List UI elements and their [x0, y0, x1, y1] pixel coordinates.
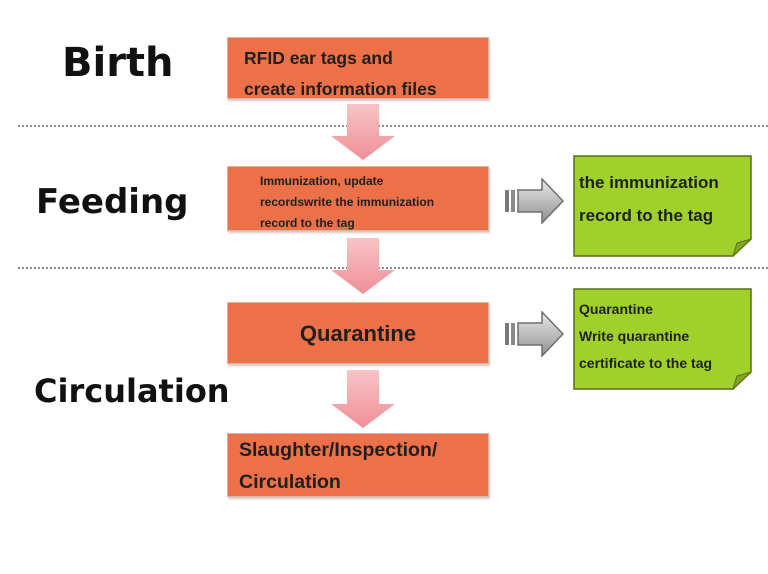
right-arrow-icon — [505, 311, 564, 357]
right-arrow-icon — [505, 178, 564, 224]
stage-label-circulation: Circulation — [34, 372, 230, 410]
note-text-line: Quarantine — [579, 301, 653, 317]
sticky-note-icon — [573, 288, 752, 390]
step-text-line: recordswrite the immunization — [260, 195, 435, 209]
stage-label-feeding: Feeding — [36, 182, 189, 222]
note-text-line: record to the tag — [579, 206, 714, 225]
down-arrow-icon — [331, 104, 395, 160]
note-immunization-record: the immunization record to the tag — [573, 155, 753, 257]
step-box-immunization: Immunization, update recordswrite the im… — [227, 166, 489, 231]
stage-divider-birth-feeding — [18, 125, 768, 127]
step-text-line: record to the tag — [260, 216, 355, 230]
sticky-note-icon — [573, 155, 752, 257]
stage-label-birth: Birth — [62, 40, 174, 86]
step-text-line: RFID ear tags and — [244, 48, 393, 68]
note-text-line: the immunization — [579, 173, 719, 192]
step-box-slaughter: Slaughter/Inspection/ Circulation — [227, 433, 489, 497]
step-text-line: Circulation — [239, 471, 341, 493]
stage-divider-feeding-circulation — [18, 267, 768, 269]
step-text-line: Slaughter/Inspection/ — [239, 439, 438, 461]
note-text-line: certificate to the tag — [579, 355, 713, 371]
step-box-quarantine: Quarantine — [227, 302, 489, 364]
down-arrow-icon — [331, 238, 395, 294]
step-text-line: create information files — [244, 79, 437, 99]
note-quarantine-certificate: Quarantine Write quarantine certificate … — [573, 288, 753, 390]
down-arrow-icon — [331, 370, 395, 428]
note-text-line: Write quarantine — [579, 328, 690, 344]
step-box-rfid-tags: RFID ear tags and create information fil… — [227, 37, 489, 99]
step-text-line: Immunization, update — [260, 174, 384, 188]
